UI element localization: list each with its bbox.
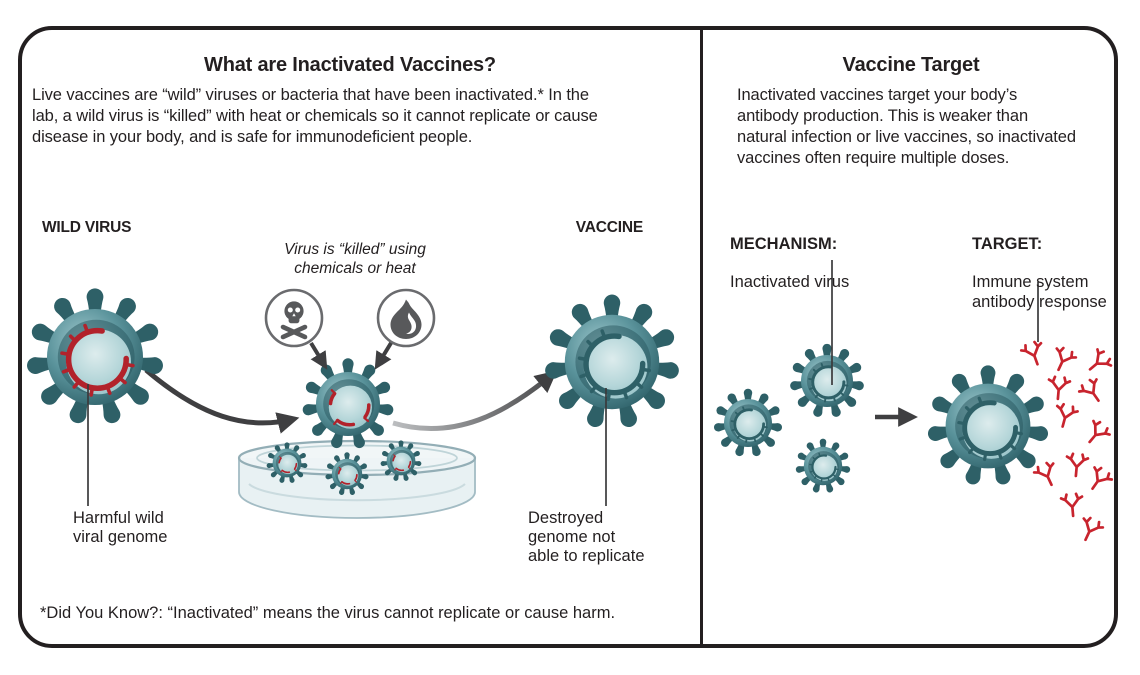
mechanism-sub: Inactivated virus [730, 273, 850, 291]
mechanism-heading: MECHANISM: [730, 235, 838, 253]
antibody-icon [1059, 491, 1085, 519]
right-panel-title: Vaccine Target [842, 54, 980, 76]
panel-divider [700, 26, 703, 648]
killed-caption: Virus is “killed” using chemicals or hea… [284, 241, 426, 277]
target-label: TARGET: Immune system antibody response [972, 216, 1107, 330]
wild-virus-label: WILD VIRUS [42, 219, 132, 236]
antibody-icon [1051, 401, 1080, 431]
flame-icon [376, 288, 436, 348]
left-panel-title: What are Inactivated Vaccines? [204, 54, 496, 76]
wild-virus-graphic [25, 288, 165, 426]
inactivated-virus-graphic [301, 358, 395, 450]
antibody-icon [1076, 375, 1109, 409]
antibody-group [1018, 338, 1115, 546]
antibody-icon [1081, 345, 1115, 379]
left-panel-intro: Live vaccines are “wild” viruses or bact… [32, 86, 598, 146]
antibody-icon [1018, 338, 1049, 370]
arrow-wild-to-inactivation [144, 368, 300, 434]
outer-border [18, 26, 1118, 648]
skull-crossbones-icon [264, 288, 324, 348]
antibody-icon [1047, 344, 1079, 376]
flame-arrow [374, 341, 393, 370]
destroyed-genome-label: Destroyed genome not able to replicate [528, 509, 645, 565]
vaccine-label: VACCINE [575, 219, 643, 236]
arrow-inactivation-to-vaccine [392, 370, 558, 432]
target-heading: TARGET: [972, 235, 1043, 253]
antibody-icon [1046, 374, 1072, 402]
skull-arrow [309, 341, 328, 370]
right-panel-intro: Inactivated vaccines target your body’s … [737, 86, 1076, 167]
harmful-genome-label: Harmful wild viral genome [73, 509, 168, 546]
target-sub: Immune system antibody response [972, 273, 1107, 311]
antibody-icon [1082, 463, 1115, 497]
antibody-icon [1074, 514, 1106, 546]
inactivated-virus-cluster [713, 343, 865, 494]
footnote: *Did You Know?: “Inactivated” means the … [40, 604, 616, 622]
mechanism-label: MECHANISM: Inactivated virus [730, 216, 849, 310]
antibody-icon [1064, 451, 1090, 479]
vaccine-virus-graphic [544, 294, 680, 430]
target-virus-graphic [926, 365, 1050, 487]
antibody-icon [1080, 417, 1114, 451]
antibody-icon [1031, 459, 1063, 491]
